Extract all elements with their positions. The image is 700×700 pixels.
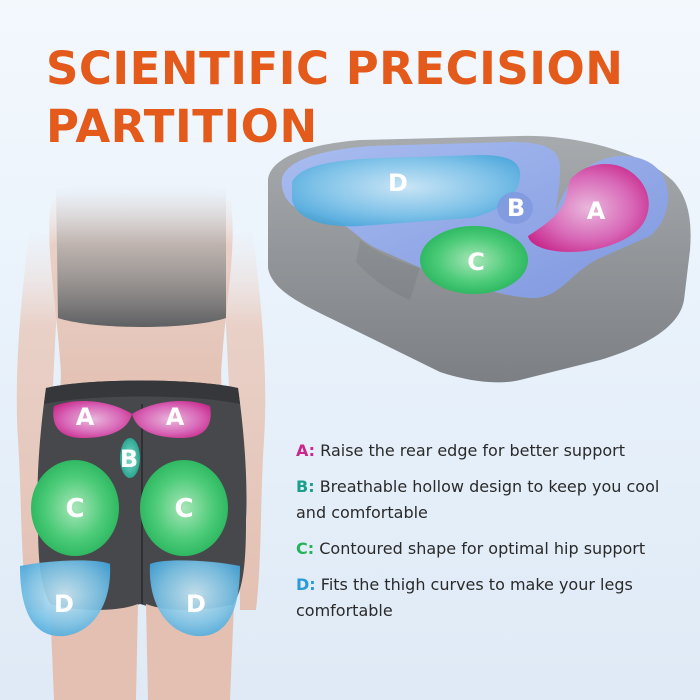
legend-item-d: D: Fits the thigh curves to make your le… <box>296 572 676 624</box>
legend-text-b: Breathable hollow design to keep you coo… <box>296 477 660 522</box>
cushion-zone-a <box>528 164 649 252</box>
seat-cushion-illustration: D B A C <box>268 135 691 383</box>
legend-text-c: Contoured shape for optimal hip support <box>319 539 646 558</box>
cushion-notch-shadow <box>356 240 420 300</box>
legend-key-c: C: <box>296 539 315 558</box>
body-zone-d-right-label: D <box>186 590 206 618</box>
legend-key-b: B: <box>296 477 315 496</box>
body-zone-b-label: B <box>120 445 138 473</box>
legend-item-c: C: Contoured shape for optimal hip suppo… <box>296 536 676 562</box>
body-zone-c-right-label: C <box>174 494 193 524</box>
legend-text-d: Fits the thigh curves to make your legs … <box>296 575 633 620</box>
cushion-zone-c <box>420 226 528 294</box>
body-zone-a-right <box>132 400 211 438</box>
title-line-2: PARTITION <box>46 100 318 153</box>
title-line-1: SCIENTIFIC PRECISION <box>46 42 624 95</box>
legend-item-b: B: Breathable hollow design to keep you … <box>296 474 676 526</box>
body-zone-d-left-label: D <box>54 590 74 618</box>
cushion-zone-d-label: D <box>388 169 408 197</box>
body-zone-c-right <box>140 460 228 556</box>
shorts-waistband <box>44 380 240 404</box>
sports-top <box>56 184 226 327</box>
body-zone-d-right <box>149 560 240 637</box>
cushion-zone-c-label: C <box>467 248 485 276</box>
legend-text-a: Raise the rear edge for better support <box>320 441 625 460</box>
body-zone-a-left-label: A <box>76 403 95 431</box>
body-zone-b <box>120 438 140 478</box>
body-zone-a-right-label: A <box>166 403 185 431</box>
body-zone-c-left <box>31 460 119 556</box>
cushion-zone-d <box>292 155 521 227</box>
zone-legend: A: Raise the rear edge for better suppor… <box>296 438 676 634</box>
legend-item-a: A: Raise the rear edge for better suppor… <box>296 438 676 464</box>
body-zone-d-left <box>20 560 111 637</box>
legend-key-d: D: <box>296 575 316 594</box>
page-title: SCIENTIFIC PRECISION PARTITION <box>46 40 623 156</box>
legend-key-a: A: <box>296 441 316 460</box>
body-zone-a-left <box>53 400 132 438</box>
body-zone-c-left-label: C <box>65 494 84 524</box>
cushion-zone-a-label: A <box>587 197 606 225</box>
cushion-zone-b-label: B <box>507 194 525 222</box>
left-arm <box>16 230 62 610</box>
cushion-zone-b <box>497 192 533 224</box>
person-back-illustration: A A B C C D D <box>16 184 266 700</box>
right-arm <box>220 230 266 610</box>
